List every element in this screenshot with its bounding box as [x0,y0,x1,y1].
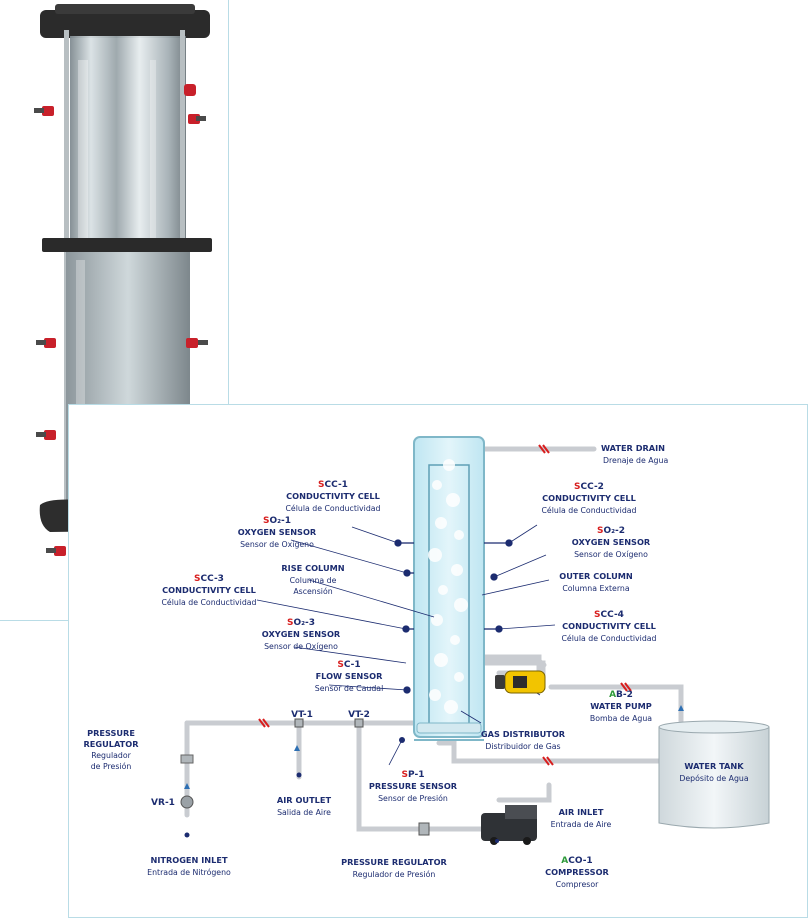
sc1-sub: Sensor de Caudal [315,684,384,693]
vr1-label: VR-1 [151,798,175,808]
middle-flange [42,238,212,252]
scc2-title: CONDUCTIVITY CELL [542,493,636,503]
scc4-sub: Célula de Conductividad [561,634,656,643]
water-drain-sub: Drenaje de Agua [603,456,668,465]
pr-left-sub1: Regulador [91,751,131,760]
sp1-probe [399,737,405,743]
scc2-sub: Célula de Conductividad [541,506,636,515]
scc3-code: SCC-3 [194,574,224,584]
rise-sub2: Ascensión [293,587,332,596]
vt1-label: VT-1 [291,710,313,720]
water-drain-title: WATER DRAIN [601,443,665,453]
ab2-code: AB-2 [609,690,633,700]
pressure-regulator-bottom [418,822,430,836]
scc1-title: CONDUCTIVITY CELL [286,491,380,501]
outer-sub: Columna Externa [562,584,630,593]
so21-sub: Sensor de Oxígeno [240,540,314,549]
air-outlet-sub: Salida de Aire [277,808,331,817]
outer-glass-upper [70,36,186,246]
valve-marks [258,444,632,766]
so23-sub: Sensor de Oxígeno [264,642,338,651]
air-inlet-title: AIR INLET [559,807,604,817]
compressor-icon [481,805,537,845]
scc3-title: CONDUCTIVITY CELL [162,585,256,595]
pr-left-title2: REGULATOR [83,739,139,749]
rise-title: RISE COLUMN [281,563,344,573]
so21-code: SO₂-1 [263,516,291,526]
flow-arrows [184,705,684,789]
scc2-code: SCC-2 [574,482,604,492]
leader-lines [256,524,556,766]
scc4-title: CONDUCTIVITY CELL [562,621,656,631]
sp1-title: PRESSURE SENSOR [369,781,458,791]
air-outlet-title: AIR OUTLET [277,795,332,805]
sensor-probes [394,539,513,694]
scc3-sub: Célula de Conductividad [161,598,256,607]
gas-distributor-plate [416,722,482,734]
vt2-valve [354,718,364,728]
sc1-title: FLOW SENSOR [316,671,384,681]
scc1-code: SCC-1 [318,480,348,490]
ab2-sub: Bomba de Agua [590,714,652,723]
sp1-code: SP-1 [402,770,425,780]
water-tank-title: WATER TANK [684,761,744,771]
air-inlet-sub: Entrada de Aire [551,820,612,829]
pr-left-sub2: de Presión [91,762,132,771]
aco1-sub: Compresor [556,880,599,889]
sc1-code: SC-1 [337,660,360,670]
outer-title: OUTER COLUMN [559,571,633,581]
vt1-valve [294,718,304,728]
water-tank-icon [658,720,770,829]
rise-sub1: Columna de [290,576,337,585]
so23-code: SO₂-3 [287,618,315,628]
aco1-code: ACO-1 [561,856,592,866]
bubbles [428,459,468,714]
sp1-sub: Sensor de Presión [378,794,448,803]
ab2-title: WATER PUMP [590,701,652,711]
outer-column-body [413,436,485,738]
so22-title: OXYGEN SENSOR [572,537,651,547]
pr-bottom-sub: Regulador de Presión [353,870,436,879]
water-pump-icon [495,670,546,694]
gas-title: GAS DISTRIBUTOR [481,729,566,739]
nitrogen-title: NITROGEN INLET [150,855,227,865]
so23-title: OXYGEN SENSOR [262,629,341,639]
so22-code: SO₂-2 [597,526,625,536]
vr1-gauge [180,795,194,809]
process-diagram: WATER DRAIN Drenaje de Agua SCC-1 CONDUC… [68,404,808,918]
top-lid [40,10,210,38]
process-diagram-svg: WATER DRAIN Drenaje de Agua SCC-1 CONDUC… [83,436,770,889]
nitrogen-sub: Entrada de Nitrógeno [147,868,231,877]
so22-sub: Sensor de Oxígeno [574,550,648,559]
scc4-code: SCC-4 [594,610,624,620]
so21-title: OXYGEN SENSOR [238,527,317,537]
gas-sub: Distribuidor de Gas [485,742,560,751]
pressure-regulator-left [180,754,194,764]
scc1-sub: Célula de Conductividad [285,504,380,513]
pr-bottom-title: PRESSURE REGULATOR [341,857,447,867]
vt2-label: VT-2 [348,710,370,720]
aco1-title: COMPRESSOR [545,867,609,877]
water-tank-sub: Depósito de Agua [679,774,749,783]
pr-left-title1: PRESSURE [87,728,135,738]
